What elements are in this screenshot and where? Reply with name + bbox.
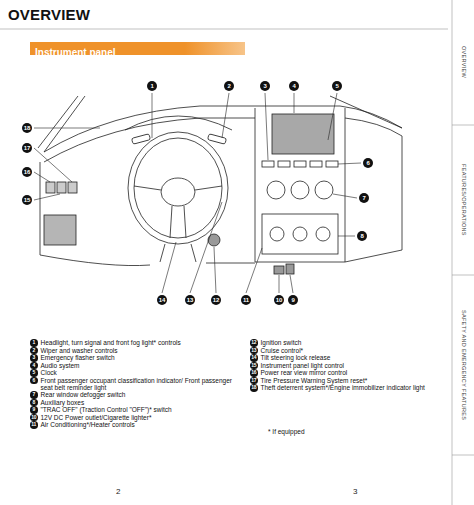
item-text: Wiper and washer controls xyxy=(41,347,236,354)
item-text: Power rear view mirror control xyxy=(261,369,446,376)
list-item: 12Ignition switch xyxy=(250,339,445,347)
item-text: Tilt steering lock release xyxy=(261,354,446,361)
item-text: Rear window defogger switch xyxy=(41,391,236,398)
item-text: Ignition switch xyxy=(261,339,446,346)
list-item: 13Cruise control* xyxy=(250,347,445,355)
list-item: 3Emergency flasher switch xyxy=(30,354,235,362)
item-list: 1Headlight, turn signal and front fog li… xyxy=(30,339,235,429)
list-item: 9"TRAC OFF" (Traction Control "OFF")* sw… xyxy=(30,406,235,414)
list-item: 7Rear window defogger switch xyxy=(30,391,235,399)
callout-number: 18 xyxy=(22,123,32,133)
list-item: 1012V DC Power outlet/Cigarette lighter* xyxy=(30,414,235,422)
item-number: 6 xyxy=(30,377,38,385)
page-number: 3 xyxy=(353,487,357,496)
callout-number: 7 xyxy=(359,193,369,203)
dashboard-drawing xyxy=(38,96,402,274)
list-item: 2Wiper and washer controls xyxy=(30,347,235,355)
list-item: 5Clock xyxy=(30,369,235,377)
side-tab: OVERVIEW xyxy=(461,46,468,78)
item-number: 1 xyxy=(30,339,38,347)
list-item: 15Instrument panel light control xyxy=(250,362,445,370)
list-item: 17Tire Pressure Warning System reset* xyxy=(250,377,445,385)
callout-number: 4 xyxy=(289,81,299,91)
item-text: "TRAC OFF" (Traction Control "OFF")* swi… xyxy=(41,406,236,413)
callout-number: 13 xyxy=(185,295,195,305)
leader-lines xyxy=(34,93,361,293)
page-title: OVERVIEW xyxy=(8,6,90,23)
callout-number: 2 xyxy=(224,81,234,91)
list-item: 18Theft deterrent system*/Engine immobil… xyxy=(250,384,445,392)
list-item: 11Air Conditioning*/Heater controls xyxy=(30,421,235,429)
item-list: 12Ignition switch13Cruise control*14Tilt… xyxy=(250,339,445,392)
callout-number: 14 xyxy=(157,295,167,305)
item-text: Theft deterrent system*/Engine immobiliz… xyxy=(261,384,446,391)
list-item: 14Tilt steering lock release xyxy=(250,354,445,362)
footnote: * If equipped xyxy=(268,428,305,435)
item-text: Emergency flasher switch xyxy=(41,354,236,361)
item-number: 8 xyxy=(30,399,38,407)
item-number: 9 xyxy=(30,406,38,414)
callout-number: 8 xyxy=(357,231,367,241)
item-text: Headlight, turn signal and front fog lig… xyxy=(41,339,236,346)
item-text: Cruise control* xyxy=(261,347,446,354)
list-item: 16Power rear view mirror control xyxy=(250,369,445,377)
item-text: Audio system xyxy=(41,362,236,369)
item-number: 5 xyxy=(30,369,38,377)
callout-number: 15 xyxy=(22,195,32,205)
list-item: 8Auxiliary boxes xyxy=(30,399,235,407)
callout-number: 3 xyxy=(260,81,270,91)
item-number: 17 xyxy=(250,377,258,385)
callout-number: 12 xyxy=(211,295,221,305)
section-band: Instrument panel xyxy=(30,42,245,55)
callout-number: 17 xyxy=(22,143,32,153)
item-number: 3 xyxy=(30,354,38,362)
list-item: 1Headlight, turn signal and front fog li… xyxy=(30,339,235,347)
list-item: 4Audio system xyxy=(30,362,235,370)
item-number: 2 xyxy=(30,347,38,355)
item-text: Auxiliary boxes xyxy=(41,399,236,406)
item-number: 7 xyxy=(30,391,38,399)
item-number: 11 xyxy=(30,421,38,429)
item-number: 14 xyxy=(250,354,258,362)
item-text: Front passenger occupant classification … xyxy=(41,377,236,392)
item-number: 13 xyxy=(250,347,258,355)
list-item: 6Front passenger occupant classification… xyxy=(30,377,235,392)
item-number: 12 xyxy=(250,339,258,347)
side-tab: FEATURES/OPERATIONS xyxy=(461,164,468,236)
callout-number: 16 xyxy=(22,167,32,177)
item-text: 12V DC Power outlet/Cigarette lighter* xyxy=(41,414,236,421)
item-number: 15 xyxy=(250,362,258,370)
item-text: Air Conditioning*/Heater controls xyxy=(41,421,236,428)
item-text: Instrument panel light control xyxy=(261,362,446,369)
item-number: 10 xyxy=(30,414,38,422)
item-text: Clock xyxy=(41,369,236,376)
callout-number: 1 xyxy=(147,81,157,91)
callout-number: 10 xyxy=(274,295,284,305)
page-number: 2 xyxy=(116,487,120,496)
item-number: 18 xyxy=(250,384,258,392)
item-number: 16 xyxy=(250,369,258,377)
item-text: Tire Pressure Warning System reset* xyxy=(261,377,446,384)
section-heading: Instrument panel xyxy=(30,46,116,59)
callout-number: 11 xyxy=(241,295,251,305)
callout-number: 5 xyxy=(332,81,342,91)
item-number: 4 xyxy=(30,362,38,370)
side-tab: SAFETY AND EMERGENCY FEATURES xyxy=(461,310,468,420)
callout-number: 9 xyxy=(288,295,298,305)
callout-number: 6 xyxy=(363,158,373,168)
